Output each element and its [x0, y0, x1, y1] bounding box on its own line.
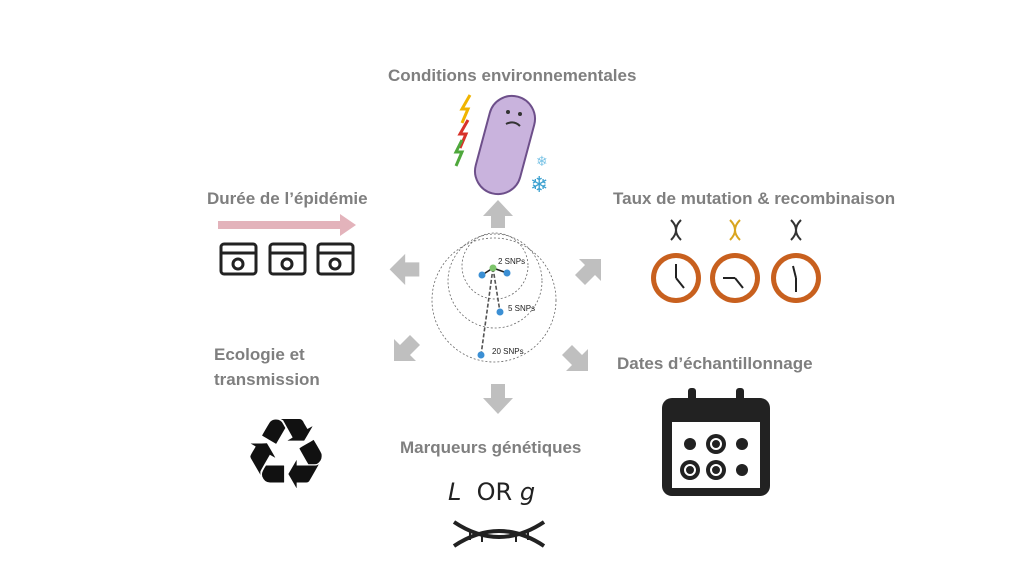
label-environment: Conditions environnementales [388, 66, 637, 85]
label-duration: Durée de l’épidémie [207, 189, 368, 208]
snp-node [503, 269, 511, 277]
formula-l: L [448, 478, 462, 506]
bacterium-icon: ❄ ❄ [453, 94, 548, 197]
snp-node [478, 271, 486, 279]
recycle-icon: ♻ [242, 398, 330, 512]
snp-circle-2 [461, 232, 529, 300]
arrow-down-right [562, 345, 588, 371]
arrow-up [483, 200, 513, 228]
snp-label: 2 SNPs [498, 257, 525, 266]
formula-or: OR [476, 478, 513, 506]
arrow-down [483, 384, 513, 414]
clock-icons [651, 219, 821, 303]
snp-circle-20 [431, 237, 557, 363]
snp-node [477, 351, 485, 359]
arrow-up-right [575, 259, 601, 285]
snp-label: 5 SNPs [508, 304, 535, 313]
svg-text:❄: ❄ [530, 172, 548, 197]
calendar-icons [219, 242, 355, 276]
label-mutation: Taux de mutation & recombinaison [613, 189, 896, 208]
sampling-calendar-icon [662, 388, 770, 496]
direction-arrows [389, 200, 601, 414]
root-node [489, 264, 497, 272]
snp-network [431, 232, 557, 363]
snp-circle-5 [447, 233, 543, 329]
dna-icon [452, 520, 546, 548]
formula-g: g [519, 478, 536, 506]
svg-text:❄: ❄ [536, 153, 548, 169]
label-ecology-2: transmission [214, 370, 320, 389]
duration-arrow [218, 214, 356, 236]
snp-node [496, 308, 504, 316]
label-markers: Marqueurs génétiques [400, 438, 582, 457]
label-sampling: Dates d’échantillonnage [617, 354, 813, 373]
snp-label: 20 SNPs [492, 347, 524, 356]
marker-formula: L OR g [448, 478, 535, 506]
label-ecology-1: Ecologie et [214, 345, 305, 364]
arrow-down-left [394, 335, 420, 361]
arrow-up-left [389, 253, 420, 285]
